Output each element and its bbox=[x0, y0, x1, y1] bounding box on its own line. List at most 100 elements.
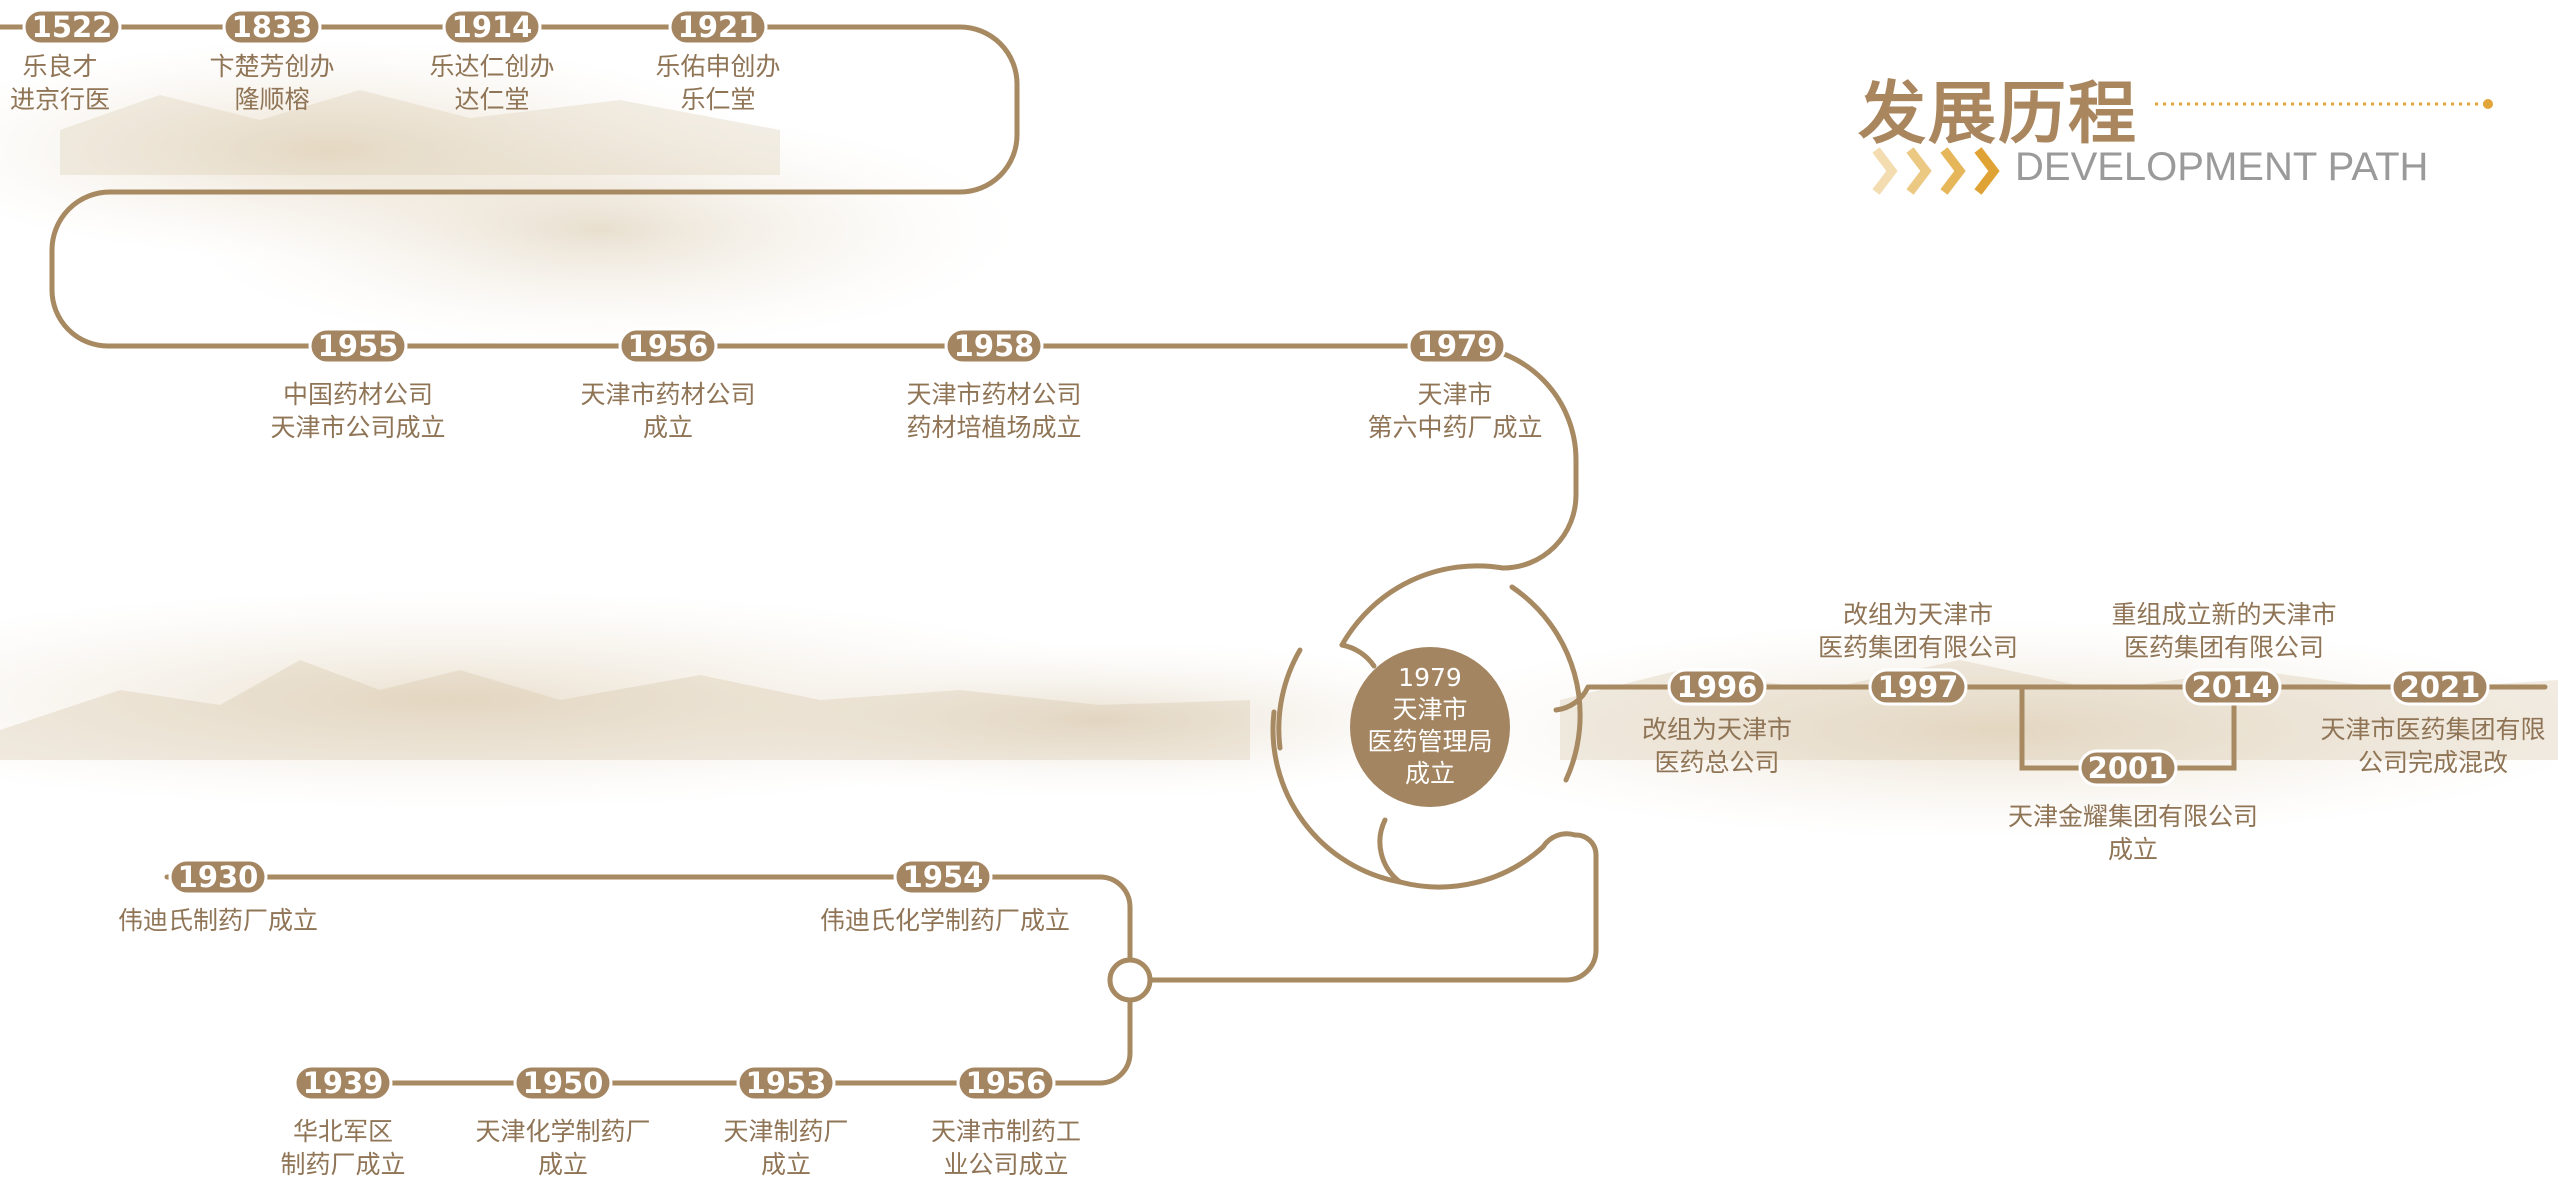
year-label: 1833 bbox=[232, 10, 313, 44]
year-badge: 1953 bbox=[736, 1064, 836, 1102]
event-description-line: 第六中药厂成立 bbox=[1367, 413, 1543, 442]
year-label: 1996 bbox=[1677, 670, 1758, 704]
year-badge: 1958 bbox=[944, 327, 1044, 365]
year-badge-bg bbox=[22, 8, 122, 46]
center-hub bbox=[1350, 647, 1510, 807]
year-badge-bg bbox=[893, 858, 993, 896]
event-description-line: 卞楚芳创办 bbox=[209, 52, 335, 81]
event-description: 卞楚芳创办隆顺榕 bbox=[209, 50, 334, 116]
event-description: 乐达仁创办达仁堂 bbox=[429, 50, 554, 116]
year-badge: 1914 bbox=[442, 8, 542, 46]
year-badge: 1930 bbox=[168, 858, 268, 896]
year-badge-bg bbox=[736, 1064, 836, 1102]
year-badge-bg bbox=[618, 327, 718, 365]
event-description-line: 乐良才 bbox=[22, 52, 98, 81]
event-description: 改组为天津市医药总公司 bbox=[1642, 713, 1792, 779]
year-badge: 1833 bbox=[222, 8, 322, 46]
year-badge: 2001 bbox=[2078, 749, 2178, 787]
year-label: 1955 bbox=[318, 329, 399, 363]
year-badge-bg bbox=[1407, 327, 1507, 365]
event-description: 华北军区制药厂成立 bbox=[280, 1115, 405, 1181]
event-description-line: 医药集团有限公司 bbox=[1817, 633, 2019, 662]
center-line: 天津市 bbox=[1392, 695, 1468, 724]
page-subtitle: DEVELOPMENT PATH bbox=[2015, 145, 2429, 189]
year-badge-bg bbox=[1667, 668, 1767, 706]
event-description: 天津市制药工业公司成立 bbox=[931, 1115, 1081, 1181]
event-description-line: 中国药材公司 bbox=[282, 380, 434, 409]
year-badge: 1997 bbox=[1868, 668, 1968, 706]
event-description-line: 公司完成混改 bbox=[2357, 748, 2509, 777]
event-description-line: 业公司成立 bbox=[943, 1150, 1069, 1179]
year-badge-bg bbox=[956, 1064, 1056, 1102]
event-description-line: 成立 bbox=[2107, 835, 2159, 864]
event-description: 乐良才进京行医 bbox=[10, 50, 110, 116]
event-description: 天津制药厂成立 bbox=[723, 1115, 848, 1181]
year-badge-bg bbox=[2182, 668, 2282, 706]
year-badge-bg bbox=[2390, 668, 2490, 706]
event-description-line: 改组为天津市 bbox=[1641, 715, 1793, 744]
year-badge-bg bbox=[293, 1064, 393, 1102]
year-label: 1953 bbox=[746, 1066, 827, 1100]
year-label: 2021 bbox=[2400, 670, 2481, 704]
event-description-line: 重组成立新的天津市 bbox=[2111, 600, 2337, 629]
year-label: 1956 bbox=[966, 1066, 1047, 1100]
year-badge: 1950 bbox=[513, 1064, 613, 1102]
event-description-line: 天津市医药集团有限 bbox=[2320, 715, 2546, 744]
event-description-line: 天津化学制药厂 bbox=[475, 1117, 651, 1146]
year-label: 2014 bbox=[2192, 670, 2273, 704]
year-badge-bg bbox=[2078, 749, 2178, 787]
year-label: 1930 bbox=[178, 860, 259, 894]
year-badge-bg bbox=[944, 327, 1044, 365]
event-description-line: 天津制药厂 bbox=[723, 1117, 849, 1146]
event-description-line: 成立 bbox=[537, 1150, 589, 1179]
event-description-line: 达仁堂 bbox=[454, 85, 530, 114]
year-badge: 1522 bbox=[22, 8, 122, 46]
year-badge-bg bbox=[222, 8, 322, 46]
event-description-line: 伟迪氏化学制药厂成立 bbox=[819, 906, 1071, 935]
center-hub-label: 1979 天津市 医药管理局 成立 bbox=[1367, 662, 1492, 790]
event-description: 天津金耀集团有限公司成立 bbox=[2008, 800, 2258, 866]
center-line: 医药管理局 bbox=[1367, 727, 1493, 756]
year-label: 1956 bbox=[628, 329, 709, 363]
year-badge-bg bbox=[168, 858, 268, 896]
header-decoration bbox=[1872, 99, 2493, 195]
event-description: 乐佑申创办乐仁堂 bbox=[655, 50, 780, 116]
event-description-line: 乐佑申创办 bbox=[655, 52, 781, 81]
event-description-line: 进京行医 bbox=[9, 85, 111, 114]
year-badge: 1954 bbox=[893, 858, 993, 896]
year-badge-bg bbox=[442, 8, 542, 46]
event-description-line: 天津市药材公司 bbox=[906, 380, 1082, 409]
event-description-line: 天津市制药工 bbox=[930, 1117, 1082, 1146]
event-description-line: 医药集团有限公司 bbox=[2123, 633, 2325, 662]
event-description-line: 医药总公司 bbox=[1654, 748, 1780, 777]
event-description: 伟迪氏化学制药厂成立 bbox=[820, 904, 1070, 937]
event-description-line: 伟迪氏制药厂成立 bbox=[117, 906, 319, 935]
event-description-line: 成立 bbox=[760, 1150, 812, 1179]
event-description-line: 天津市 bbox=[1417, 380, 1493, 409]
year-badge: 1956 bbox=[618, 327, 718, 365]
event-description-line: 天津金耀集团有限公司 bbox=[2007, 802, 2259, 831]
event-description-line: 华北军区 bbox=[292, 1117, 394, 1146]
page-title: 发展历程 bbox=[1858, 75, 2139, 154]
year-badge: 1979 bbox=[1407, 327, 1507, 365]
year-badge: 1996 bbox=[1667, 668, 1767, 706]
event-description-line: 改组为天津市 bbox=[1842, 600, 1994, 629]
year-label: 1939 bbox=[303, 1066, 384, 1100]
event-description-line: 天津市公司成立 bbox=[270, 413, 446, 442]
event-description-line: 隆顺榕 bbox=[234, 85, 310, 114]
year-badge: 2014 bbox=[2182, 668, 2282, 706]
event-description-line: 天津市药材公司 bbox=[580, 380, 756, 409]
year-label: 1914 bbox=[452, 10, 533, 44]
year-badge: 1939 bbox=[293, 1064, 393, 1102]
center-line: 成立 bbox=[1404, 759, 1456, 788]
year-badge-bg bbox=[308, 327, 408, 365]
year-label: 2001 bbox=[2088, 751, 2169, 785]
year-badge: 2021 bbox=[2390, 668, 2490, 706]
event-description: 天津化学制药厂成立 bbox=[475, 1115, 650, 1181]
event-description: 天津市第六中药厂成立 bbox=[1367, 378, 1542, 444]
year-badge-bg bbox=[1868, 668, 1968, 706]
year-label: 1950 bbox=[523, 1066, 604, 1100]
year-badge-bg bbox=[513, 1064, 613, 1102]
year-label: 1522 bbox=[32, 10, 113, 44]
